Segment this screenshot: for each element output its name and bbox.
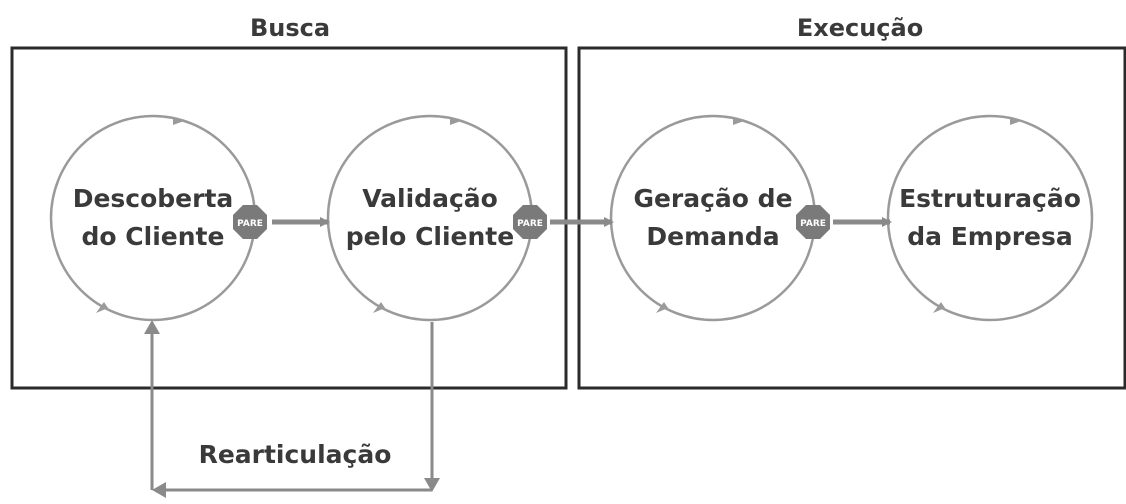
stop-sign-text: PARE	[517, 219, 543, 229]
stage-label-line: Demanda	[646, 222, 780, 251]
stop-sign-icon: PARE	[513, 205, 547, 239]
stage-label-line: Geração de	[633, 184, 793, 213]
stage-label-line: Validação	[362, 184, 498, 213]
stop-sign-icon: PARE	[796, 205, 830, 239]
stop-sign-text: PARE	[237, 219, 263, 229]
feedback-loop-label: Rearticulação	[198, 440, 392, 469]
execution-section-box	[577, 46, 1126, 390]
section-title-search: Busca	[249, 14, 331, 42]
stage-label-line: pelo Cliente	[345, 222, 515, 251]
stage-label-company-building: Estruturação da Empresa	[880, 180, 1100, 256]
stage-label-customer-discovery: Descoberta do Cliente	[53, 180, 253, 256]
stage-label-line: da Empresa	[907, 222, 1073, 251]
stage-label-line: Descoberta	[72, 184, 234, 213]
search-section-box	[10, 46, 568, 390]
stage-label-line: Estruturação	[899, 184, 1081, 213]
stop-sign-icon: PARE	[233, 205, 267, 239]
stage-label-demand-creation: Geração de Demanda	[603, 180, 823, 256]
stop-sign-text: PARE	[800, 219, 826, 229]
stage-label-customer-validation: Validação pelo Cliente	[320, 180, 540, 256]
section-title-execution: Execução	[796, 14, 924, 42]
stage-label-line: do Cliente	[81, 222, 225, 251]
feedback-loop-arrow	[144, 320, 440, 498]
